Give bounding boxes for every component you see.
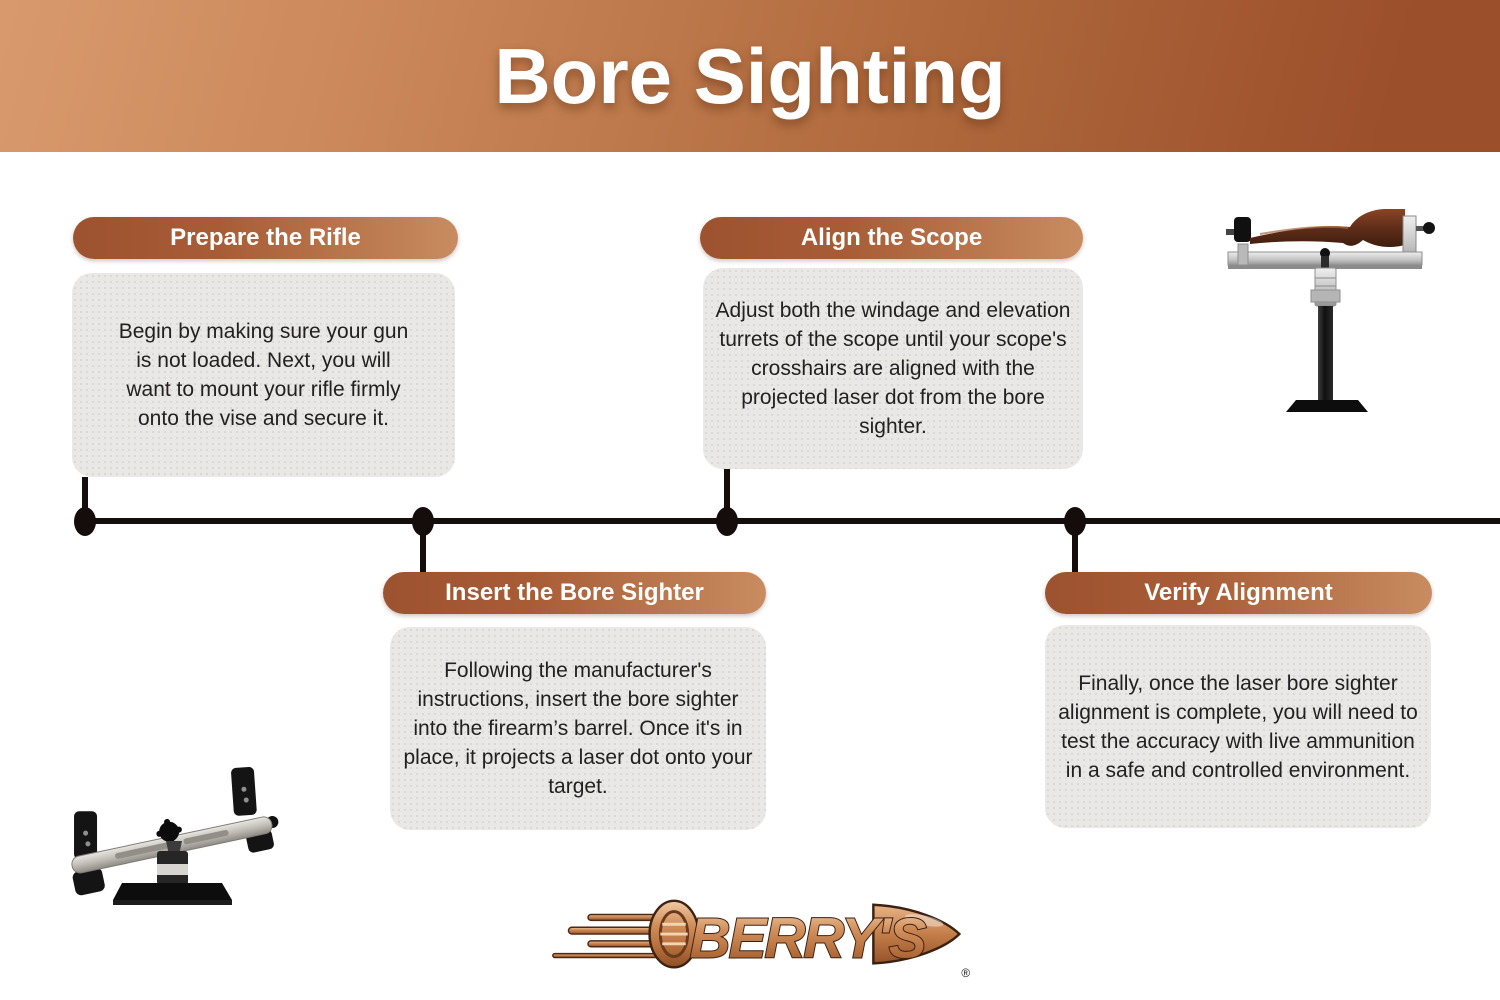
timeline-line [82,518,1500,524]
berrys-logo: BERRY'S ® [545,890,975,987]
timeline-dot-3 [716,507,738,536]
step-title-verify-alignment: Verify Alignment [1144,579,1333,606]
step-text-align-scope: Adjust both the windage and elevation tu… [715,299,1071,438]
dual-clamp-gun-vise-icon [71,766,279,905]
timeline-dot-2 [412,507,434,536]
step-title-align-scope: Align the Scope [800,224,983,251]
step-text-prepare-rifle: Begin by making sure your gun is not loa… [118,320,409,430]
step-pill-prepare-rifle: Prepare the Rifle [73,217,458,259]
pedestal-vise-image [1200,200,1440,420]
clamp-vise-image [56,763,291,918]
step-card-prepare-rifle: Begin by making sure your gun is not loa… [72,273,455,477]
timeline-connector-1 [82,477,88,523]
step-card-verify-alignment: Finally, once the laser bore sighter ali… [1045,625,1431,828]
page-title: Bore Sighting [494,31,1006,120]
step-card-align-scope: Adjust both the windage and elevation tu… [703,268,1083,469]
brand-text: BERRY'S [690,908,927,971]
timeline-connector-4 [1072,521,1078,575]
banner: Bore Sighting [0,0,1500,152]
timeline-dot-1 [74,507,96,536]
timeline-dot-4 [1064,507,1086,536]
step-pill-insert-bore-sighter: Insert the Bore Sighter [383,572,766,614]
step-title-insert-bore-sighter: Insert the Bore Sighter [445,579,704,606]
timeline-connector-3 [724,468,730,523]
step-text-verify-alignment: Finally, once the laser bore sighter ali… [1058,671,1418,782]
speed-lines-icon [552,913,669,959]
step-pill-verify-alignment: Verify Alignment [1045,572,1432,614]
registered-mark: ® [961,967,970,980]
timeline-connector-2 [420,521,426,575]
step-pill-align-scope: Align the Scope [700,217,1083,259]
step-title-prepare-rifle: Prepare the Rifle [170,224,361,251]
rifle-stock-on-pedestal-vise-icon [1226,209,1435,412]
step-text-insert-bore-sighter: Following the manufacturer's instruction… [403,659,753,798]
step-card-insert-bore-sighter: Following the manufacturer's instruction… [390,627,766,830]
bullet-logo-icon: BERRY'S ® [552,899,970,980]
